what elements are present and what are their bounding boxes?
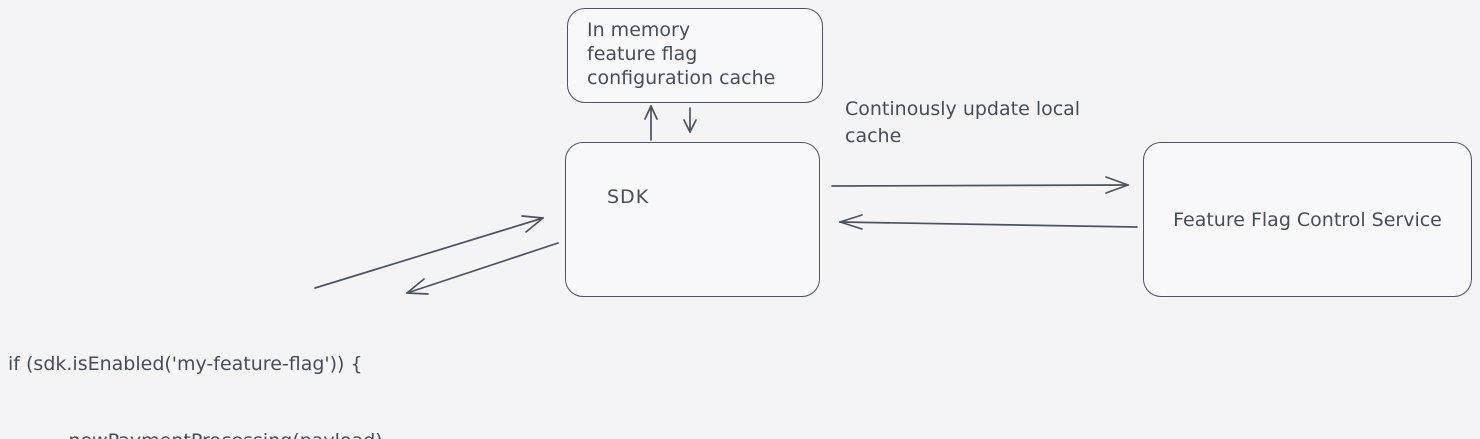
- node-service-box: Feature Flag Control Service: [1143, 142, 1472, 297]
- cache-label-line: In memory: [587, 19, 691, 41]
- sdk-label: SDK: [607, 186, 650, 208]
- node-sdk-box: SDK: [565, 142, 820, 297]
- code-line: if (sdk.isEnabled('my-feature-flag')) {: [8, 352, 363, 375]
- code-snippet: if (sdk.isEnabled('my-feature-flag')) { …: [8, 300, 383, 439]
- arrow-cache-to-sdk-icon: [683, 107, 697, 133]
- arrow-sdk-to-cache-icon: [644, 105, 658, 141]
- cache-label-line: feature flag: [587, 43, 698, 65]
- code-line: newPaymentProcessing(payload): [8, 429, 382, 439]
- update-cache-label: Continously update local cache: [845, 96, 1080, 150]
- cache-label-line: configuration cache: [587, 67, 776, 89]
- arrow-sdk-to-service-icon: [831, 176, 1129, 194]
- arrow-sdk-to-code-icon: [406, 242, 559, 295]
- arrow-service-to-sdk-icon: [839, 214, 1138, 230]
- node-cache-box: In memory feature flag configuration cac…: [567, 8, 823, 103]
- update-cache-label-line: cache: [845, 125, 902, 147]
- update-cache-label-line: Continously update local: [845, 98, 1081, 120]
- service-label: Feature Flag Control Service: [1173, 208, 1442, 231]
- arrow-code-to-sdk-icon: [314, 215, 544, 289]
